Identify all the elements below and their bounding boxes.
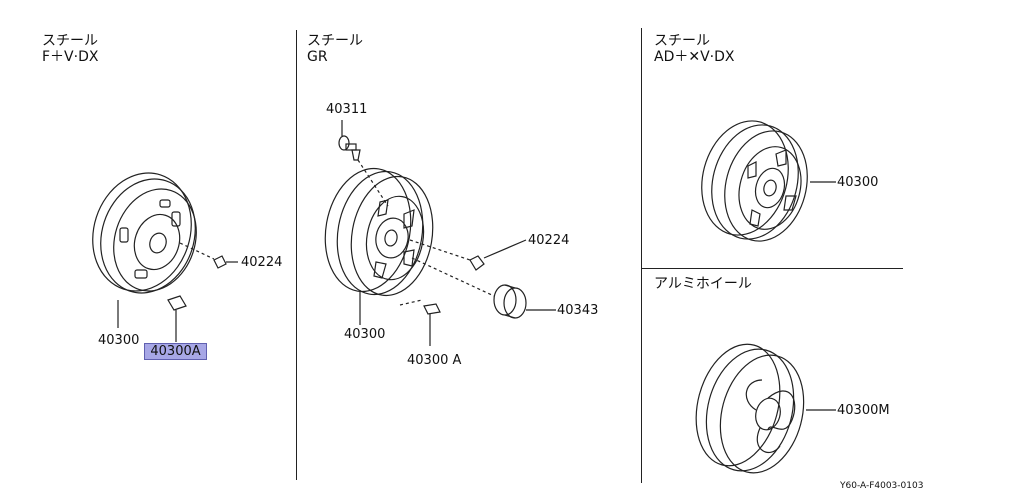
section-title-left-line1: スチール [42,33,98,49]
balance-weight-left [167,295,187,342]
part-label-mid-40300: 40300 [344,327,386,342]
leader-mid-link [399,299,423,306]
section-title-left-line2: F＋V·DX [42,49,99,65]
lug-nut-mid [409,239,527,271]
wheel-left [92,172,197,294]
part-label-mid-40300A: 40300 A [407,353,462,368]
wheel-right [701,120,836,242]
part-label-mid-40343: 40343 [557,303,599,318]
section-title-right: スチール AD＋✕V·DX [654,33,735,65]
wheel-mid [324,167,434,297]
section-title-mid-line1: スチール [307,33,363,49]
part-label-right-40300M: 40300M [837,403,890,418]
part-label-left-40300: 40300 [98,333,140,348]
wheel-alloy [695,343,836,474]
diagram-reference-code: Y60-A-F4003-0103 [840,481,924,491]
section-title-alloy-line1: アルミホイール [654,276,752,292]
part-label-mid-40311: 40311 [326,102,368,117]
lug-nut-left [179,242,238,269]
part-label-mid-40224: 40224 [528,233,570,248]
section-title-alloy: アルミホイール [654,276,752,292]
section-divider-right [641,28,642,483]
section-title-right-line1: スチール [654,33,710,49]
section-title-mid-line2: GR [307,49,328,65]
section-title-right-line2: AD＋✕V·DX [654,49,735,65]
center-cap-mid [411,257,556,319]
part-label-right-40300: 40300 [837,175,879,190]
part-label-left-40300A[interactable]: 40300A [144,343,207,360]
valve-stem-mid [338,120,389,207]
section-title-mid: スチール GR [307,33,363,65]
section-divider-horizontal [641,268,903,269]
part-label-left-40224: 40224 [241,255,283,270]
balance-weight-mid [423,303,441,346]
section-title-left: スチール F＋V·DX [42,33,98,65]
section-divider-left [296,30,297,480]
